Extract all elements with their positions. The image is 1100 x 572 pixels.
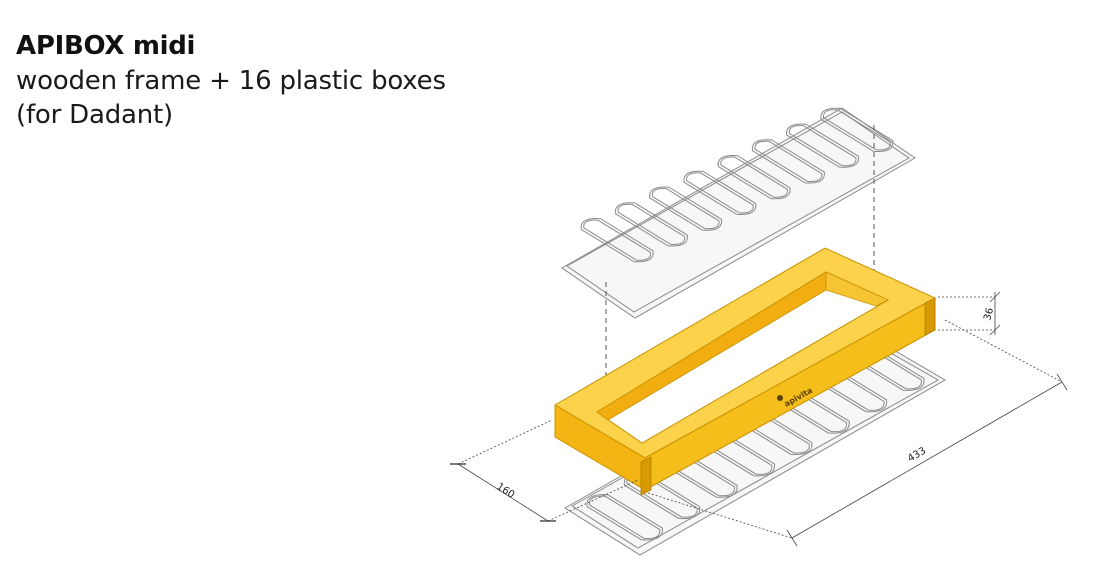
bottom-plastic-tray bbox=[564, 334, 946, 556]
frame-inner-wall-back bbox=[825, 271, 889, 307]
top-tray-cells bbox=[580, 107, 894, 263]
top-tray-cell-6 bbox=[751, 139, 825, 184]
top-tray-cell-3 bbox=[649, 186, 723, 231]
dimension-height-label: 36 bbox=[982, 307, 996, 322]
dimension-width-label: 160 bbox=[494, 481, 516, 501]
top-tray-cell-5 bbox=[717, 154, 791, 200]
top-tray-cell-3-inner bbox=[651, 187, 720, 230]
top-tray-cell-8 bbox=[820, 107, 894, 153]
wooden-frame: apivita bbox=[554, 247, 937, 496]
product-variant: (for Dadant) bbox=[16, 100, 173, 130]
product-description: wooden frame + 16 plastic boxes bbox=[16, 66, 446, 96]
top-tray-cell-1-inner bbox=[583, 219, 651, 261]
bottom-tray-cell-1 bbox=[586, 494, 663, 541]
top-tray-cell-1 bbox=[580, 217, 654, 263]
top-tray-cell-7-inner bbox=[788, 124, 857, 167]
top-tray-cell-4 bbox=[683, 170, 757, 216]
bottom-tray-cell-1-inner bbox=[589, 495, 661, 539]
top-tray-cell-2-inner bbox=[617, 203, 686, 246]
frame-end-cleat bbox=[924, 297, 936, 336]
top-tray-cell-8-inner bbox=[823, 109, 891, 151]
dimension-lines bbox=[450, 291, 1068, 547]
frame-logo-icon bbox=[777, 395, 783, 401]
top-tray-cell-4-inner bbox=[686, 172, 754, 214]
product-title: APIBOX midi bbox=[16, 31, 196, 61]
frame-front-cleat bbox=[640, 456, 652, 496]
top-tray-cell-7 bbox=[786, 123, 860, 168]
heading-block: APIBOX midi wooden frame + 16 plastic bo… bbox=[16, 28, 446, 132]
top-plastic-tray bbox=[561, 107, 916, 319]
top-tray-cell-6-inner bbox=[754, 140, 823, 183]
top-tray-cell-2 bbox=[614, 202, 688, 247]
top-tray-cell-5-inner bbox=[720, 156, 788, 198]
